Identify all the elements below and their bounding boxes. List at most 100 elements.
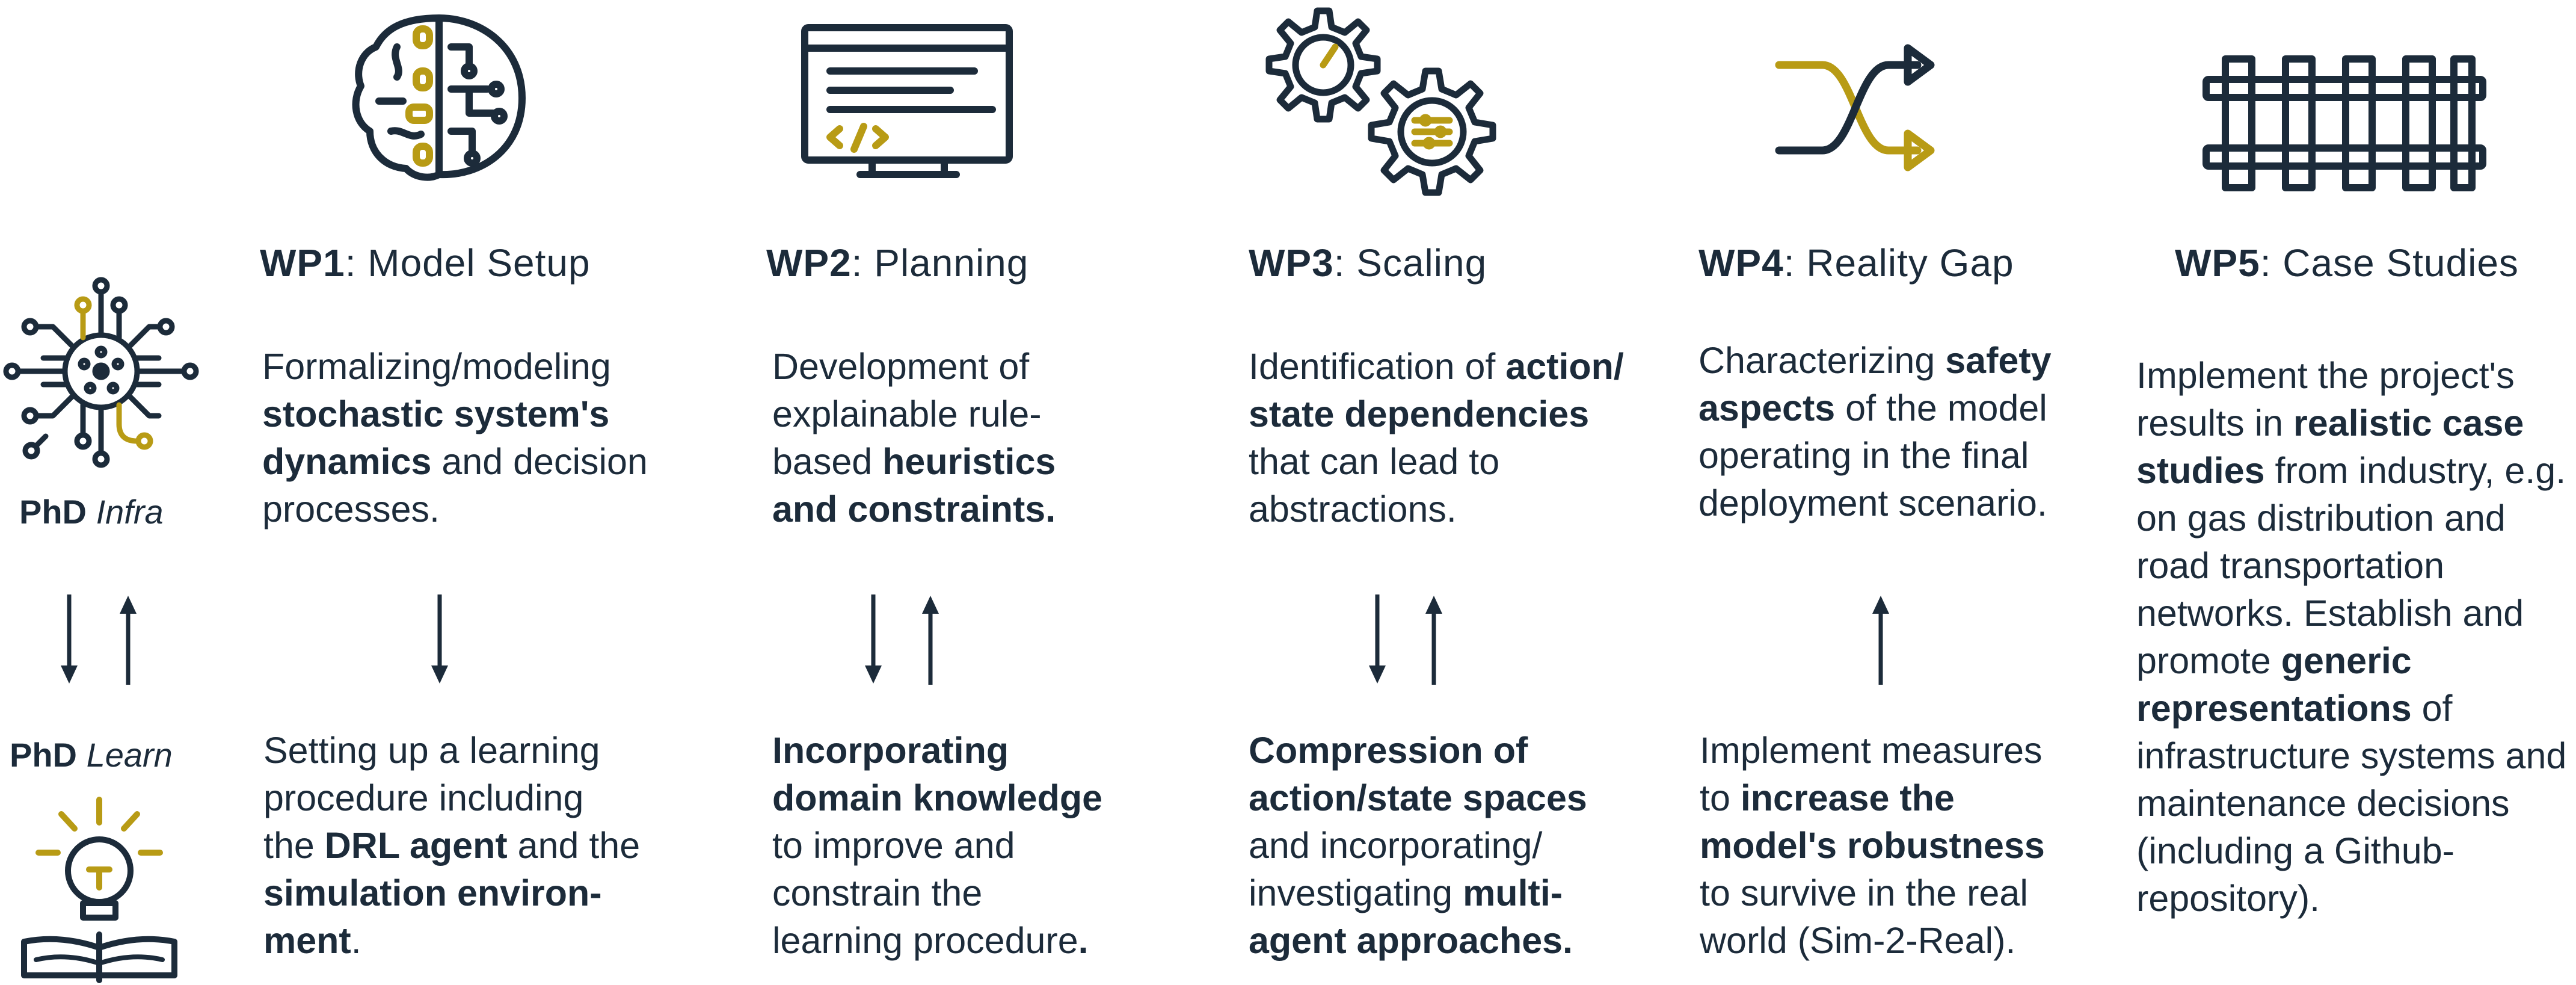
- code-monitor-icon: [801, 24, 1013, 178]
- text: Implement measures: [1700, 730, 2043, 771]
- text: results in: [2136, 403, 2294, 443]
- text-line: stochastic system's: [262, 391, 683, 438]
- text-line: and constraints.: [772, 486, 1193, 533]
- text-line: constrain the: [772, 869, 1193, 917]
- text-line: repository).: [2136, 875, 2575, 922]
- text: Formalizing/modeling: [262, 346, 611, 387]
- text-line: (including a Github-: [2136, 827, 2575, 875]
- wp1-infra-text: Formalizing/modeling stochastic system's d…: [262, 343, 683, 533]
- text: abstractions.: [1249, 489, 1457, 530]
- wp2-name: : Planning: [851, 241, 1029, 285]
- text-line: world (Sim-2-Real).: [1700, 917, 2121, 965]
- wp3-arrow-down-icon: [1369, 594, 1386, 684]
- text-line: simulation environ-: [263, 869, 684, 917]
- text-line: promote generic: [2136, 637, 2575, 685]
- wp2-title: WP2: Planning: [766, 241, 1028, 285]
- text-line: to survive in the real: [1700, 869, 2121, 917]
- text-line: investigating multi-: [1249, 869, 1670, 917]
- text: processes.: [262, 489, 440, 530]
- shuffle-arrows-icon: [1775, 44, 1935, 171]
- bold-text: action/state spaces: [1249, 777, 1587, 818]
- text: Characterizing: [1698, 340, 1946, 381]
- text-line: to increase the: [1700, 774, 2121, 822]
- phd-infra-bold: PhD: [19, 493, 87, 531]
- text-line: road transportation: [2136, 542, 2575, 590]
- wp5-title: WP5: Case Studies: [2175, 241, 2519, 285]
- text-line: Identification of action/: [1249, 343, 1670, 391]
- text-line: Development of: [772, 343, 1193, 391]
- text-line: infrastructure systems and: [2136, 732, 2575, 780]
- text: Setting up a learning: [263, 730, 600, 771]
- text: promote: [2136, 640, 2281, 681]
- text: of: [2411, 688, 2453, 729]
- text-line: Incorporating: [772, 727, 1193, 774]
- arrow-down-icon: [61, 594, 78, 684]
- wp2-arrow-up-icon: [922, 596, 939, 685]
- text: and decision: [431, 441, 648, 482]
- text: .: [351, 920, 361, 961]
- bold-text: stochastic system's: [262, 394, 610, 434]
- text: networks. Establish and: [2136, 593, 2524, 634]
- text: deployment scenario.: [1698, 483, 2047, 523]
- text: explainable rule-: [772, 394, 1042, 434]
- text: that can lead to: [1249, 441, 1500, 482]
- text-line: Setting up a learning: [263, 727, 684, 774]
- wp4-arrow-up-icon: [1872, 596, 1889, 685]
- text-line: procedure including: [263, 774, 684, 822]
- text-line: model's robustness: [1700, 822, 2121, 869]
- text-line: operating in the final: [1698, 432, 2120, 480]
- wp2-arrow-down-icon: [865, 594, 882, 684]
- text-line: maintenance decisions: [2136, 780, 2575, 827]
- text-line: studies from industry, e.g.: [2136, 447, 2575, 495]
- text-line: state dependencies: [1249, 391, 1670, 438]
- wp3-name: : Scaling: [1333, 241, 1487, 285]
- wp4-title: WP4: Reality Gap: [1698, 241, 2014, 285]
- arrow-up-icon: [120, 596, 137, 685]
- text-line: on gas distribution and: [2136, 495, 2575, 542]
- text: and the: [507, 825, 641, 866]
- railway-track-icon: [2203, 55, 2486, 191]
- text: operating in the final: [1698, 435, 2029, 476]
- phd-learn-bold: PhD: [10, 736, 77, 774]
- text-line: and incorporating/: [1249, 822, 1670, 869]
- text-line: the DRL agent and the: [263, 822, 684, 869]
- text: Identification of: [1249, 346, 1506, 387]
- text-line: Compression of: [1249, 727, 1670, 774]
- text-line: networks. Establish and: [2136, 590, 2575, 637]
- text: constrain the: [772, 872, 983, 913]
- bold-text: aspects: [1698, 388, 1836, 428]
- phd-infra-italic: Infra: [96, 493, 164, 531]
- text: learning procedure: [772, 920, 1078, 961]
- bold-text: state dependencies: [1249, 394, 1590, 434]
- text-line: explainable rule-: [772, 391, 1193, 438]
- text: world (Sim-2-Real).: [1700, 920, 2016, 961]
- text-line: to improve and: [772, 822, 1193, 869]
- text: to: [1700, 777, 1741, 818]
- bold-text: dynamics: [262, 441, 432, 482]
- bold-text: increase the: [1740, 777, 1955, 818]
- text-line: based heuristics: [772, 438, 1193, 486]
- text: based: [772, 441, 883, 482]
- wp2-id: WP2: [766, 241, 852, 285]
- wp5-id: WP5: [2175, 241, 2260, 285]
- phd-learn-label: PhD Learn: [10, 735, 173, 774]
- wp3-infra-text: Identification of action/state dependenc…: [1249, 343, 1670, 533]
- phd-learn-italic: Learn: [86, 736, 173, 774]
- bold-text: ment: [263, 920, 351, 961]
- lightbulb-book-icon: [21, 797, 177, 983]
- wp1-id: WP1: [260, 241, 345, 285]
- bold-text: representations: [2136, 688, 2412, 729]
- text: to survive in the real: [1700, 872, 2028, 913]
- text-line: that can lead to: [1249, 438, 1670, 486]
- text: infrastructure systems and: [2136, 735, 2567, 776]
- bold-text: model's robustness: [1700, 825, 2045, 866]
- text-line: aspects of the model: [1698, 384, 2120, 432]
- bold-text: multi-: [1463, 872, 1563, 913]
- wp4-name: : Reality Gap: [1783, 241, 2014, 285]
